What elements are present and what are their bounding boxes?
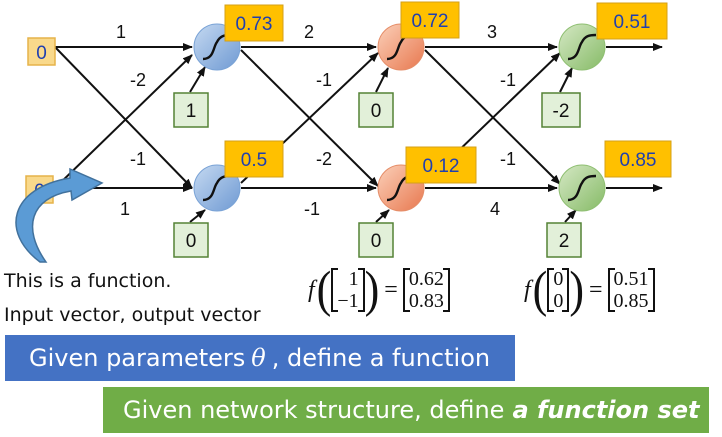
input-x1: 0 xyxy=(27,37,56,66)
bias-value: 2 xyxy=(559,231,570,252)
formula-function-symbol: f xyxy=(308,276,315,303)
bias-arrows xyxy=(189,66,577,223)
bias-arrow-n1b xyxy=(189,209,206,223)
description-line-2: Input vector, output vector xyxy=(4,304,261,326)
sigmoid-icon xyxy=(567,33,597,61)
output-value: 0.73 xyxy=(236,14,273,35)
weight-label: 1 xyxy=(116,22,126,42)
output-arrows xyxy=(606,43,663,192)
weight-label: -1 xyxy=(500,149,516,169)
bias-value: 0 xyxy=(371,101,382,122)
output-value: 0.72 xyxy=(412,11,449,32)
banner-text: , define a function xyxy=(271,344,491,372)
weight-label: -2 xyxy=(316,149,332,169)
bias-arrow-n2b xyxy=(375,209,390,223)
formula-output-vector: 0.51 0.85 xyxy=(607,268,655,312)
vector-entry: 0.62 xyxy=(408,268,444,290)
output-box-l3-b: 0.85 xyxy=(604,140,672,178)
input-value: 0 xyxy=(36,43,47,64)
formula-function-symbol: f xyxy=(524,276,531,303)
neuron-l3-b xyxy=(558,164,606,212)
neural-network-diagram: 1 -2 -1 1 2 -1 -2 -1 3 -1 -1 4 0 0 xyxy=(15,1,672,263)
weight-label: -2 xyxy=(130,70,146,90)
output-box-l2-b: 0.12 xyxy=(405,146,477,184)
edge-x1-n1b xyxy=(54,46,193,189)
vector-entry: 0.51 xyxy=(613,268,649,290)
structure-banner: Given network structure, define a functi… xyxy=(103,387,709,433)
theta-symbol: θ xyxy=(251,344,266,372)
banner-text: Given parameters xyxy=(29,344,246,372)
weight-label: 1 xyxy=(120,199,130,219)
formula-input-vector: 1 −1 xyxy=(331,268,365,312)
vector-entry: 1 xyxy=(348,268,359,290)
sigmoid-icon xyxy=(567,174,597,202)
bias-value: 0 xyxy=(371,231,382,252)
bias-value: -2 xyxy=(553,101,570,122)
edge-x2-n1a xyxy=(54,54,193,189)
output-box-l3-a: 0.51 xyxy=(596,2,668,40)
formula-output-vector: 0.62 0.83 xyxy=(402,268,450,312)
weight-labels: 1 -2 -1 1 2 -1 -2 -1 3 -1 -1 4 xyxy=(116,22,516,219)
output-value: 0.85 xyxy=(620,150,657,171)
bias-arrow-n2a xyxy=(375,67,389,93)
output-box-l2-a: 0.72 xyxy=(400,1,460,39)
bias-value: 1 xyxy=(186,101,197,122)
bias-value: 0 xyxy=(186,231,197,252)
formula-input-vector: 0 0 xyxy=(547,268,570,312)
neuron-l3-a xyxy=(558,23,606,71)
weight-label: -1 xyxy=(500,70,516,90)
weight-label: -1 xyxy=(130,149,146,169)
weight-label: 3 xyxy=(487,22,497,42)
output-value: 0.12 xyxy=(423,156,460,177)
bias-arrow-n3b xyxy=(564,209,577,223)
weight-label: 2 xyxy=(304,22,314,42)
bias-box-l1-a: 1 xyxy=(173,92,209,128)
output-box-l1-b: 0.5 xyxy=(224,140,284,178)
formula-2: f ( 0 0 ) = 0.51 0.85 xyxy=(524,264,655,315)
formula-1: f ( 1 −1 ) = 0.62 0.83 xyxy=(308,264,450,315)
vector-entry: 0.85 xyxy=(613,290,649,312)
weight-label: -1 xyxy=(304,199,320,219)
bias-box-l2-b: 0 xyxy=(358,222,394,258)
curved-arrow xyxy=(15,167,104,263)
equals-sign: = xyxy=(588,276,603,303)
vector-entry: 0 xyxy=(553,268,564,290)
bias-box-l3-b: 2 xyxy=(546,222,582,258)
vector-entry: 0.83 xyxy=(408,290,444,312)
bias-box-l1-b: 0 xyxy=(173,222,209,258)
bias-arrow-n3a xyxy=(559,67,573,93)
description-line-1: This is a function. xyxy=(4,270,172,292)
equals-sign: = xyxy=(384,276,398,303)
banner-emphasis: a function set xyxy=(512,396,700,424)
edges-layer-1 xyxy=(54,43,193,192)
vector-entry: −1 xyxy=(337,290,359,312)
output-value: 0.5 xyxy=(241,150,267,171)
weight-label: 4 xyxy=(490,199,500,219)
bias-arrow-n1a xyxy=(189,66,206,93)
bias-box-l3-a: -2 xyxy=(541,92,581,128)
banner-text: Given network structure, define xyxy=(123,396,505,424)
weight-label: -1 xyxy=(316,70,332,90)
bias-box-l2-a: 0 xyxy=(358,92,394,128)
output-value: 0.51 xyxy=(614,12,651,33)
parameters-banner: Given parameters θ , define a function xyxy=(5,335,515,381)
vector-entry: 0 xyxy=(553,290,564,312)
output-box-l1-a: 0.73 xyxy=(224,4,284,42)
